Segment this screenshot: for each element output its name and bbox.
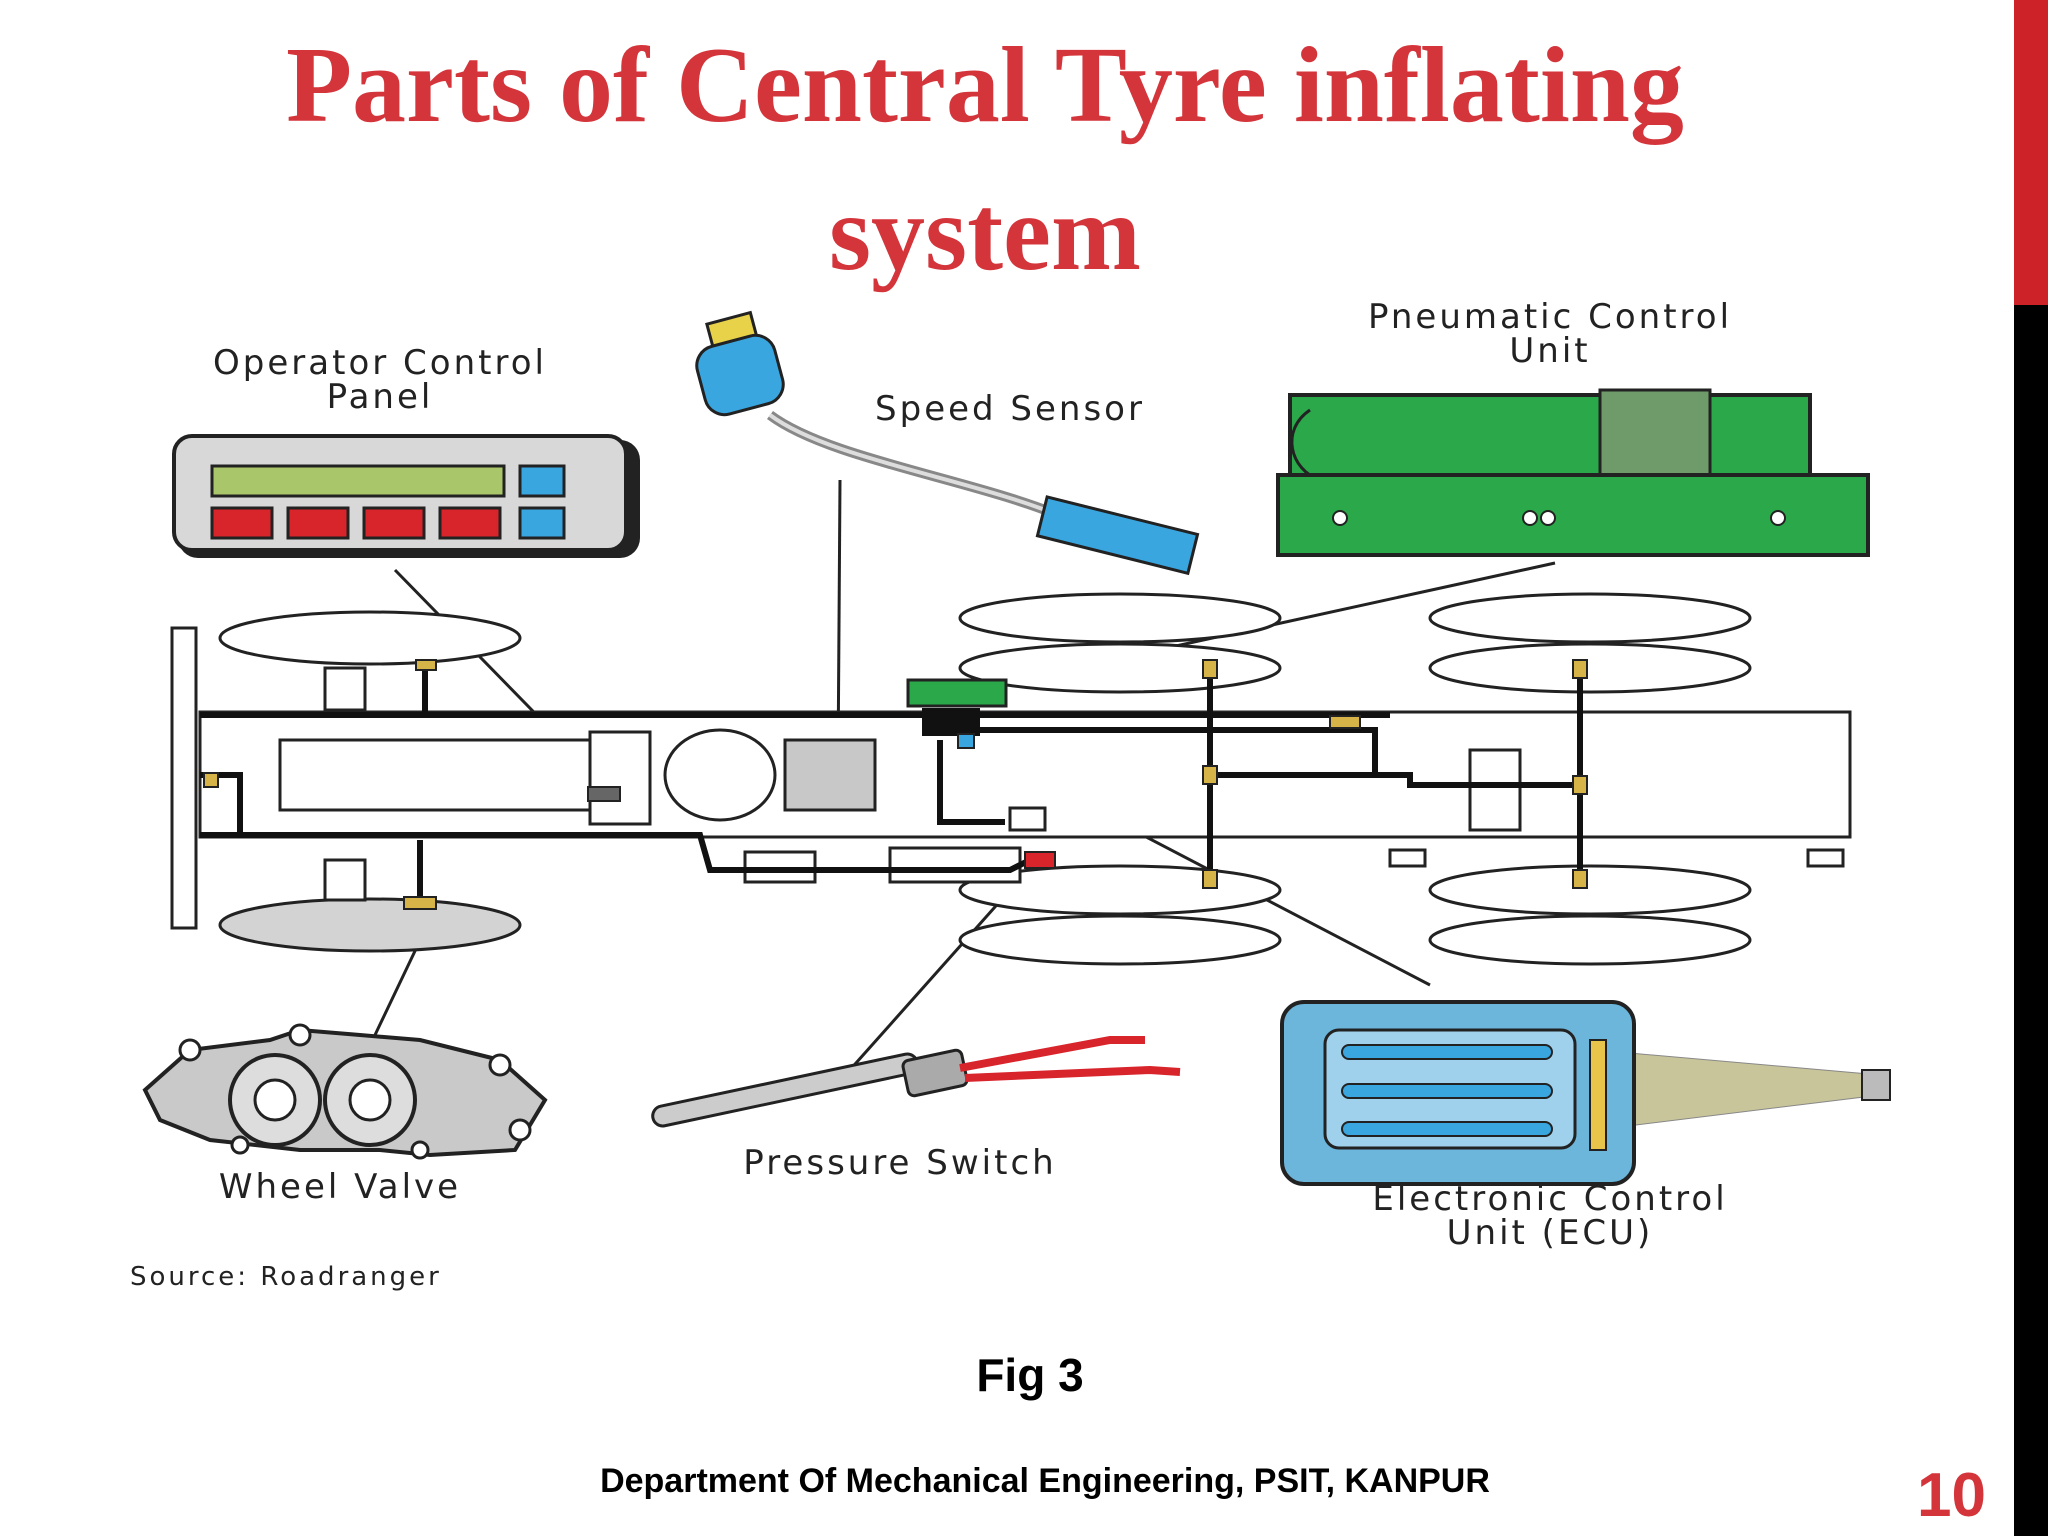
footer-department: Department Of Mechanical Engineering, PS… [600,1462,1490,1500]
label-source: Source: Roadranger [130,1262,442,1292]
title-line-1: Parts of Central Tyre inflating [286,26,1684,145]
pressure-switch [651,1036,1181,1128]
operator-control-panel [172,434,640,558]
label-pressure-switch: Pressure Switch [743,1143,1057,1183]
label-pneumatic-control-unit: Pneumatic Control Unit [1280,300,1820,368]
electronic-control-unit [1280,1000,1891,1186]
title-line-2: system [829,174,1141,293]
label-pneumatic-line-1: Pneumatic Control [1367,297,1733,337]
speed-sensor [695,310,1200,576]
slide-title: Parts of Central Tyre inflating system [0,12,1970,308]
ecu-mount [922,708,980,736]
label-speed-sensor: Speed Sensor [875,389,1145,429]
label-operator-control-panel: Operator Control Panel [140,346,620,414]
figure-caption: Fig 3 [976,1349,1084,1401]
pressure-switch-mount [1024,851,1056,869]
label-wheel-valve: Wheel Valve [218,1167,462,1207]
accent-bar-red [2014,0,2048,305]
label-electronic-control-unit: Electronic Control Unit (ECU) [1280,1182,1820,1250]
pneumatic-unit-mount [906,678,1008,708]
label-ecu-line-1: Electronic Control [1372,1179,1728,1219]
label-ecu-line-2: Unit (ECU) [1446,1213,1654,1253]
truck-chassis [170,592,1852,966]
operator-panel-mount [587,786,621,802]
label-operator-line-1: Operator Control [213,343,547,383]
accent-bar-black [2014,305,2048,1536]
wheel-valves [203,659,1588,910]
page-number: 10 [1917,1461,1986,1530]
label-operator-line-2: Panel [326,377,434,417]
wheel-valve [142,1023,548,1160]
label-pneumatic-line-2: Unit [1509,331,1591,371]
pneumatic-control-unit [1276,388,1870,557]
speed-sensor-mount [957,733,975,749]
